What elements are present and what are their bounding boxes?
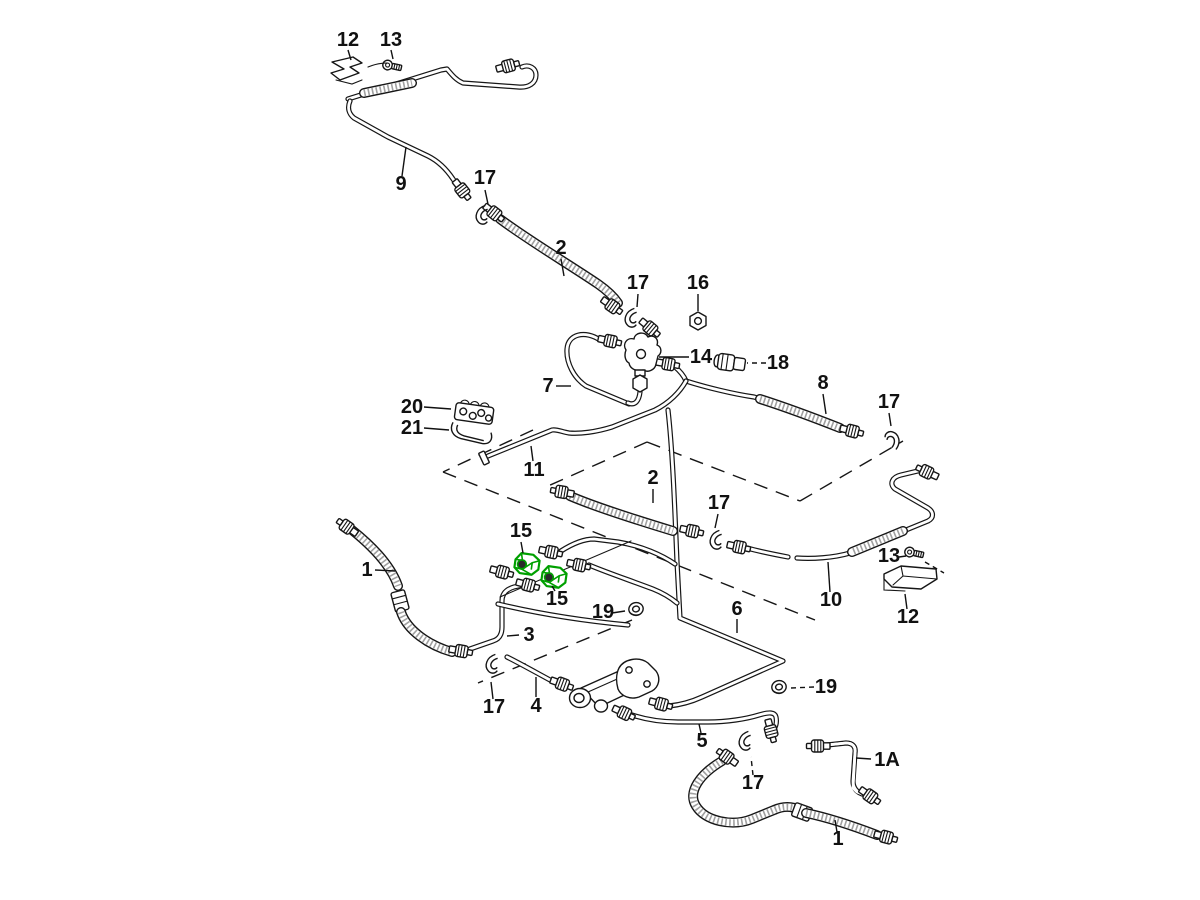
bracket-12-right [883,565,938,592]
pipe-5 [626,710,779,732]
clip-17-icon [734,730,757,753]
part-label-12: 12 [897,606,919,628]
fitting-icon [494,56,522,76]
part-label-1: 1 [361,559,372,581]
hose-1-bottom [688,756,882,840]
fitting-icon [678,521,706,540]
plug-19-right [770,678,788,696]
hose-1-left [347,525,457,657]
pipe-6 [665,407,786,709]
fitting-icon [872,827,900,847]
part-label-5: 5 [696,730,707,752]
fitting-icon [805,739,831,753]
pipe-10 [744,467,936,561]
flex-hoses [347,214,882,840]
fitting-icon [537,542,565,561]
clip-17-icon [705,529,728,552]
clip-17-icon [881,428,904,451]
pipe-3 [467,536,680,652]
part-label-13: 13 [380,29,402,51]
pipe-9 [345,63,539,189]
fitting-icon [449,176,475,204]
part-label-16: 16 [687,272,709,294]
bracket-12-top [330,56,363,85]
bolt-13-icon [381,58,403,74]
part-label-12: 12 [337,29,359,51]
part-label-6: 6 [731,598,742,620]
part-label-9: 9 [395,173,406,195]
connector-18 [713,352,747,372]
part-label-4: 4 [530,695,542,717]
union-nut-15-upper [512,551,542,577]
part-label-19: 19 [592,601,614,623]
part-label-2: 2 [555,237,566,259]
part-label-3: 3 [523,624,534,646]
part-label-14: 14 [690,346,713,368]
tee-fitting-14 [623,332,662,393]
part-label-8: 8 [817,372,828,394]
part-label-17: 17 [483,696,505,718]
discrete-parts [330,56,938,753]
union-nut-15-lower [539,564,569,590]
part-label-18: 18 [767,352,789,374]
fitting-icon [725,537,753,556]
part-label-17: 17 [627,272,649,294]
rigid-brake-pipes [345,63,936,797]
pipe-7-loop [564,331,689,407]
part-label-15: 15 [546,588,568,610]
pipe-11 [478,378,689,466]
fitting-icon [488,562,516,582]
part-label-13: 13 [878,545,900,567]
part-label-17: 17 [708,492,730,514]
part-label-19: 19 [815,676,837,698]
hose-2-top [495,214,623,308]
clip-17-icon [481,653,504,676]
part-label-20: 20 [401,396,423,418]
part-label-2: 2 [647,467,658,489]
part-label-11: 11 [523,459,544,481]
leader-lines [347,49,945,833]
fitting-icon [514,575,542,595]
pipe-1a [824,740,865,797]
part-label-17: 17 [474,167,496,189]
part-label-17: 17 [742,772,764,794]
hose-2-mid [565,491,678,536]
nut-16-bore [693,316,703,326]
bolt-13-right-icon [903,545,925,561]
part-label-10: 10 [820,589,842,611]
part-label-17: 17 [878,391,900,413]
master-cylinder-5 [547,658,675,724]
fitting-icon [838,421,866,441]
part-label-15: 15 [510,520,532,542]
nut-under-tee [632,374,648,393]
plug-19-left [627,600,645,618]
part-label-1: 1 [832,828,843,850]
clamp-block-20 [453,399,495,425]
part-label-1A: 1A [874,749,900,771]
part-label-7: 7 [542,375,553,397]
clip-17-icon [620,307,643,330]
fitting-icon [596,331,624,350]
part-label-21: 21 [401,417,423,439]
pipe-4 [504,654,560,686]
clamp-strap-21 [450,421,493,445]
pipe-8 [683,378,847,433]
pipe-fittings [333,56,942,847]
fitting-icon [480,200,508,226]
